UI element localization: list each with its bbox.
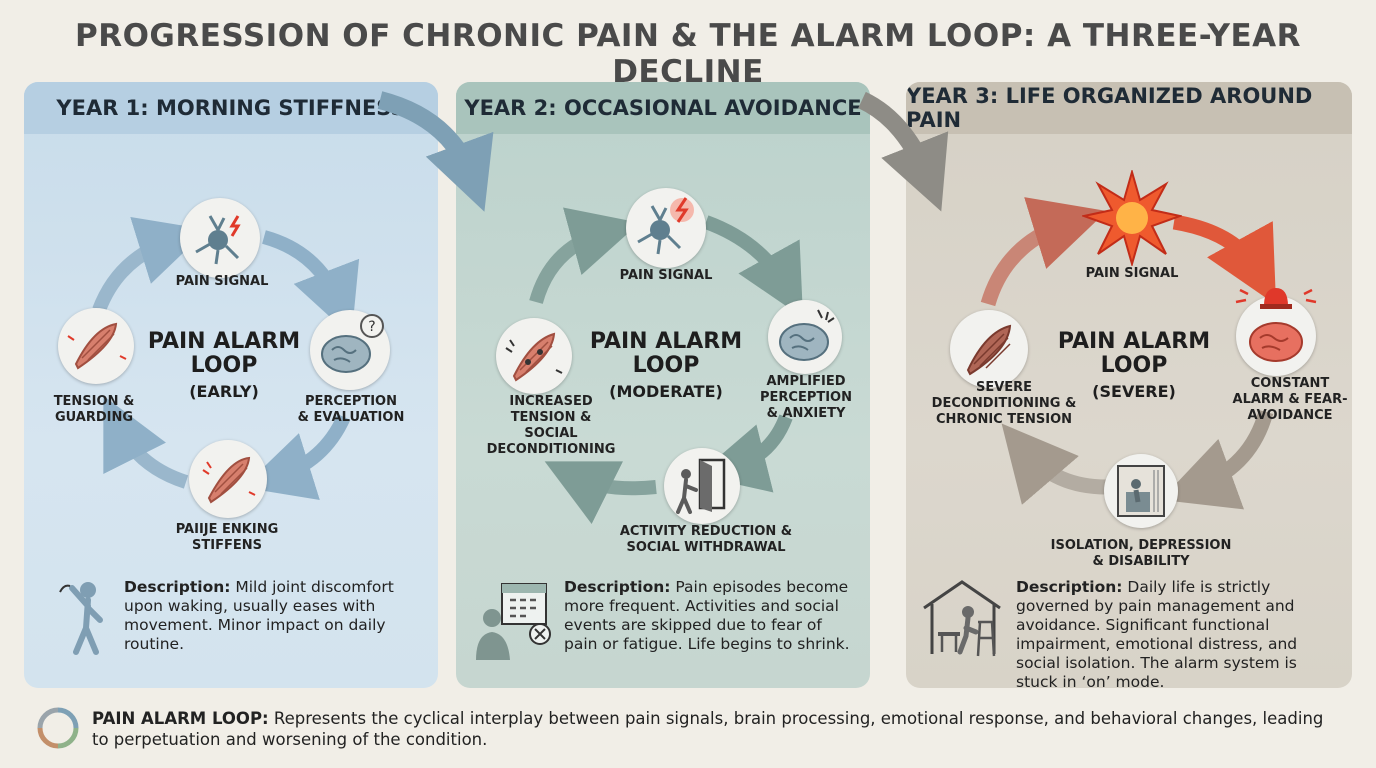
stretching-person-icon [59, 582, 103, 655]
year3-node-label: SEVERE DECONDITIONING & CHRONIC TENSION [931, 380, 1077, 427]
svg-text:?: ? [368, 319, 375, 335]
year3-deconditioning-node [950, 310, 1028, 388]
year2-withdrawal-node [664, 448, 740, 524]
loop-stage: (MODERATE) [609, 382, 723, 401]
year1-panel: YEAR 1: MORNING STIFFNESS PAIN SIGNAL ? … [24, 82, 438, 688]
year1-tension-node [58, 308, 134, 384]
year1-node-label: PAIN SIGNAL [175, 274, 269, 289]
description-text: Pain episodes become more frequent. Acti… [564, 578, 850, 653]
description-text: Daily life is strictly governed by pain … [1016, 578, 1298, 688]
description-label: Description: [564, 578, 671, 596]
muscle-icon [202, 456, 256, 504]
year2-description: Description: Pain episodes become more f… [564, 578, 850, 654]
year1-node-label: PERCEPTION & EVALUATION [297, 394, 405, 425]
description-text: Mild joint discomfort upon waking, usual… [124, 578, 394, 653]
year3-cycle-arrows [980, 197, 1277, 510]
pain-burst-icon [1082, 170, 1182, 266]
loop-stage: (SEVERE) [1092, 382, 1176, 401]
year3-alarm-node [1236, 296, 1316, 376]
brain-question-icon: ? [321, 314, 384, 373]
year3-header: YEAR 3: LIFE ORGANIZED AROUND PAIN [906, 82, 1352, 134]
footer-label: PAIN ALARM LOOP: [92, 709, 269, 728]
muscle-icon [966, 324, 1012, 376]
cycle-icon [37, 707, 79, 749]
year2-node-label: PAIN SIGNAL [619, 268, 713, 283]
home-walker-icon [923, 580, 1001, 657]
year2-node-label: ACTIVITY REDUCTION & SOCIAL WITHDRAWAL [619, 524, 793, 555]
year3-node-label: CONSTANT ALARM & FEAR- AVOIDANCE [1232, 376, 1348, 423]
loop-title: PAIN ALARM LOOP [1057, 329, 1211, 378]
door-person-icon [676, 458, 726, 514]
year3-panel: YEAR 3: LIFE ORGANIZED AROUND PAIN PAIN … [906, 82, 1352, 688]
year3-description: Description: Daily life is strictly gove… [1016, 578, 1332, 688]
brain-alarm-icon [1249, 322, 1303, 362]
loop-stage: (EARLY) [189, 382, 259, 401]
muscle-icon [505, 332, 563, 382]
year3-loop-center: PAIN ALARM LOOP (SEVERE) [1054, 329, 1214, 402]
year1-loop-center: PAIN ALARM LOOP (EARLY) [144, 329, 304, 402]
year2-panel: YEAR 2: OCCASIONAL AVOIDANCE PAIN SIGNAL… [456, 82, 870, 688]
year1-description: Description: Mild joint discomfort upon … [124, 578, 394, 654]
year1-stiffens-node [189, 440, 267, 518]
brain-anxiety-icon [779, 309, 835, 361]
page-title: PROGRESSION OF CHRONIC PAIN & THE ALARM … [74, 18, 1301, 90]
muscle-icon [67, 322, 127, 370]
year2-node-label: AMPLIFIED PERCEPTION & ANXIETY [759, 374, 852, 421]
year2-header: YEAR 2: OCCASIONAL AVOIDANCE [456, 82, 870, 134]
loop-title: PAIN ALARM LOOP [147, 329, 301, 378]
year2-node-label: INCREASED TENSION & SOCIAL DECONDITIONIN… [486, 394, 616, 457]
year2-tension-node [496, 318, 572, 394]
description-label: Description: [1016, 578, 1123, 596]
year1-perception-node: ? [310, 310, 390, 390]
description-label: Description: [124, 578, 231, 596]
neuron-icon [195, 215, 241, 265]
year2-loop-center: PAIN ALARM LOOP (MODERATE) [586, 329, 746, 402]
year2-cycle-arrows [529, 207, 804, 524]
footer-legend: PAIN ALARM LOOP: Represents the cyclical… [92, 708, 1342, 750]
year3-node-label: PAIN SIGNAL [1085, 266, 1179, 281]
footer-text: Represents the cyclical interplay betwee… [92, 709, 1324, 749]
year1-header: YEAR 1: MORNING STIFFNESS [24, 82, 438, 134]
calendar-person-icon [476, 583, 551, 660]
year1-cycle-arrows [92, 216, 360, 500]
neuron-icon [637, 197, 694, 255]
year2-perception-node [768, 300, 842, 374]
year3-node-label: ISOLATION, DEPRESSION & DISABILITY [1050, 538, 1232, 569]
siren-icon [1235, 288, 1317, 309]
loop-title: PAIN ALARM LOOP [589, 329, 743, 378]
year1-node-label: TENSION & GUARDING [53, 394, 135, 425]
year1-pain-signal-node [180, 198, 260, 278]
isolated-person-icon [1117, 465, 1165, 517]
year2-pain-signal-node [626, 188, 706, 268]
year3-isolation-node [1104, 454, 1178, 528]
year1-node-label: PAIIJE ENKING STIFFENS [175, 522, 279, 553]
